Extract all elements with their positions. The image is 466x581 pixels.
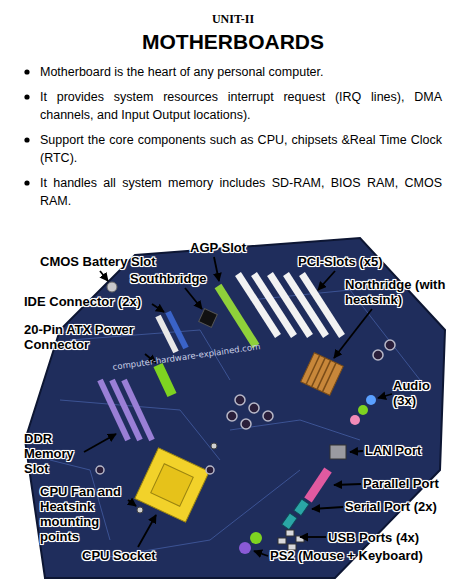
board-detail (286, 530, 294, 536)
bullet-text: Support the core components such as CPU,… (40, 131, 442, 167)
board-detail (350, 451, 363, 452)
board-detail (241, 419, 251, 429)
board-detail (312, 507, 343, 509)
board-detail (373, 350, 383, 360)
part-label: LAN Port (365, 443, 421, 458)
page-title: MOTHERBOARDS (0, 30, 466, 54)
ddr-slots (100, 380, 152, 440)
board-detail (294, 499, 309, 516)
bullet-dot (24, 137, 29, 142)
part-label: IDE Connector (2x) (24, 294, 141, 309)
ps2-port (250, 532, 262, 544)
serial-ports (282, 499, 309, 530)
board-detail (322, 363, 336, 392)
board-detail (185, 288, 202, 309)
pci-slots (238, 274, 342, 336)
usb-ports (278, 530, 304, 550)
part-label: Southbridge (130, 271, 207, 286)
board-detail (254, 551, 268, 556)
mounting-hole (137, 507, 143, 513)
unit-heading: UNIT-II (0, 12, 466, 27)
part-label: PCI-Slots (x5) (298, 254, 383, 269)
part-label: 20-Pin ATX Power Connector (24, 322, 154, 352)
board-detail (206, 466, 214, 474)
part-label: Northridge (with heatsink) (345, 277, 455, 307)
part-label: CMOS Battery Slot (40, 254, 156, 269)
audio-jack (350, 415, 360, 425)
northbridge-heatsink (301, 353, 344, 396)
board-detail (135, 448, 209, 522)
board-detail (124, 380, 152, 440)
board-detail (138, 515, 156, 547)
part-label: CPU Fan and Heatsink mounting points (40, 484, 126, 544)
parallel-port (308, 470, 328, 500)
board-detail (151, 464, 194, 507)
board-detail (152, 304, 164, 312)
board-detail (128, 500, 136, 506)
bullet-dot (24, 69, 29, 74)
cpu-socket (135, 448, 209, 522)
part-label: AGP Slot (190, 240, 246, 255)
board-detail (306, 355, 336, 392)
part-label: Audio (3x) (393, 378, 441, 408)
lan-port (330, 445, 346, 459)
board-detail (301, 353, 344, 396)
board-detail (100, 271, 108, 281)
board-detail (312, 358, 326, 387)
audio-jack (366, 395, 376, 405)
audio-jack (358, 405, 368, 415)
bullet-text: Motherboard is the heart of any personal… (40, 63, 442, 81)
board-detail (278, 538, 286, 544)
bullet-text: It provides system resources interrupt r… (40, 88, 442, 124)
capacitors (96, 340, 395, 474)
board-detail (318, 271, 335, 290)
part-label: PS2 (Mouse + Keyboard) (270, 548, 423, 563)
board-detail (282, 513, 297, 530)
board-detail (302, 274, 342, 336)
board-detail (214, 257, 219, 281)
ide-connectors (158, 312, 186, 352)
part-label: DDR Memory Slot (24, 431, 82, 476)
part-label: Serial Port (2x) (345, 499, 437, 514)
southbridge-chip (199, 309, 218, 328)
atx-power-connector (158, 365, 172, 395)
board-detail (334, 484, 361, 485)
board-detail (263, 411, 273, 421)
bullet-dot (24, 94, 29, 99)
part-label: Parallel Port (363, 476, 439, 491)
cmos-battery (107, 282, 117, 292)
board-detail (385, 340, 395, 350)
board-detail (227, 411, 237, 421)
board-detail (96, 466, 104, 474)
board-detail (168, 312, 186, 348)
board-detail (249, 403, 259, 413)
bullet-dots (24, 69, 29, 185)
board-detail (334, 309, 372, 358)
bullet-text: It handles all system memory includes SD… (40, 174, 442, 210)
board-detail (235, 395, 245, 405)
board-detail (317, 360, 331, 389)
board-detail (300, 536, 326, 538)
part-label: CPU Socket (82, 548, 156, 563)
ps2-port (239, 542, 251, 554)
board-detail (84, 434, 116, 452)
board-detail (306, 355, 320, 384)
part-label: USB Ports (4x) (328, 530, 419, 545)
board-detail (230, 420, 360, 440)
bullet-dot (24, 180, 29, 185)
board-detail (378, 394, 392, 398)
mounting-hole (211, 443, 217, 449)
